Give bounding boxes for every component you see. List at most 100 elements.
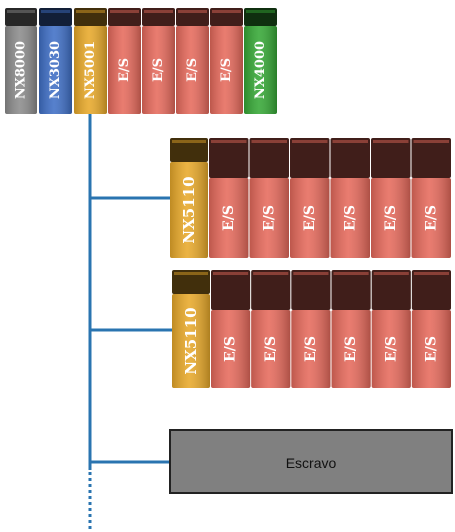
expansion-rack-1-io-module-3: E/S	[290, 138, 330, 258]
expansion-rack-1-io-module-3-top-cap	[290, 138, 330, 178]
expansion-rack-2-io-module-3-shading	[291, 310, 331, 388]
expansion-rack-2-io-module-4-label: E/S	[343, 336, 359, 362]
expansion-rack-1-io-module-1-label: E/S	[221, 205, 237, 231]
expansion-rack-2-io-module-4: E/S	[331, 270, 371, 388]
expansion-rack-2-io-module-3-top-cap	[291, 270, 331, 310]
expansion-rack-1-io-module-5-label: E/S	[383, 205, 399, 231]
main-rack-module-3-label: NX5001	[83, 41, 98, 99]
expansion-rack-1-io-module-5-shading	[371, 178, 411, 258]
expansion-rack-2-io-module-3-label: E/S	[303, 336, 319, 362]
expansion-rack-1-io-module-4-shading	[330, 178, 370, 258]
slave-box	[169, 429, 453, 494]
expansion-rack-1-io-module-4-label: E/S	[342, 205, 358, 231]
main-rack-module-8-shading	[244, 26, 277, 114]
expansion-rack-1-io-module-5: E/S	[371, 138, 411, 258]
expansion-rack-2-io-module-3-led-strip	[293, 272, 329, 275]
expansion-rack-2: NX5110 E/S E/S E/S E/S E/S E/S	[172, 270, 451, 388]
expansion-rack-2-io-module-6: E/S	[411, 270, 451, 388]
expansion-rack-2-io-module-4-top-cap	[331, 270, 371, 310]
expansion-rack-1-io-module-1-shading	[209, 178, 249, 258]
expansion-rack-1-io-module-2-label: E/S	[261, 205, 277, 231]
expansion-rack-2-io-module-2: E/S	[251, 270, 291, 388]
expansion-rack-1-head-shading	[170, 162, 208, 258]
main-rack-module-1-label: NX8000	[14, 41, 29, 99]
main-rack-module-8: NX4000	[244, 8, 277, 114]
main-rack-module-5-led-strip	[144, 10, 173, 13]
main-rack-module-6-shading	[176, 26, 209, 114]
main-rack-module-8-led-strip	[246, 10, 275, 13]
main-rack-module-1-led-strip	[7, 10, 35, 13]
expansion-rack-1-io-module-5-led-strip	[373, 140, 409, 143]
expansion-rack-2-io-module-5-led-strip	[373, 272, 409, 275]
expansion-rack-2-io-module-5-top-cap	[371, 270, 411, 310]
slave-device: Escravo	[169, 429, 453, 494]
expansion-rack-2-head-top-cap	[172, 270, 210, 294]
expansion-rack-2-io-module-1-shading	[211, 310, 251, 388]
main-rack-module-5-label: E/S	[151, 58, 166, 82]
expansion-rack-1-io-module-6-label: E/S	[423, 205, 439, 231]
main-rack-module-2-label: NX3030	[48, 41, 63, 99]
expansion-rack-1-head-top-cap	[170, 138, 208, 162]
fieldbus	[88, 112, 172, 530]
expansion-rack-1-io-module-1: E/S	[209, 138, 249, 258]
expansion-rack-2-head-led-strip	[174, 272, 208, 275]
main-rack-module-7-shading	[210, 26, 243, 114]
expansion-rack-2-io-module-4-shading	[331, 310, 371, 388]
expansion-rack-2-io-module-6-top-cap	[411, 270, 451, 310]
expansion-rack-1-io-module-4-led-strip	[332, 140, 368, 143]
expansion-rack-1-io-module-1-top-cap	[209, 138, 249, 178]
expansion-rack-2-io-module-6-led-strip	[413, 272, 449, 275]
expansion-rack-2-io-module-1-label: E/S	[223, 336, 239, 362]
expansion-rack-1-io-module-2: E/S	[249, 138, 289, 258]
main-rack-module-7-led-strip	[212, 10, 241, 13]
expansion-rack-1-io-module-3-shading	[290, 178, 330, 258]
expansion-rack-1-io-module-6-led-strip	[413, 140, 449, 143]
expansion-rack-2-io-module-5-shading	[371, 310, 411, 388]
expansion-rack-2-io-module-3: E/S	[291, 270, 331, 388]
expansion-rack-1-head-led-strip	[172, 140, 206, 143]
main-rack-module-3: NX5001	[74, 8, 107, 114]
main-rack-module-2-led-strip	[41, 10, 70, 13]
expansion-rack-2-io-module-5: E/S	[371, 270, 411, 388]
expansion-rack-2-io-module-2-top-cap	[251, 270, 291, 310]
expansion-rack-1-io-module-6-top-cap	[411, 138, 451, 178]
expansion-rack-1-io-module-2-led-strip	[251, 140, 287, 143]
main-rack: NX8000 NX3030 NX5001 E/S E/S E/S E/S NX4000	[5, 8, 277, 114]
main-rack-module-6: E/S	[176, 8, 209, 114]
main-rack-module-2-shading	[39, 26, 72, 114]
expansion-rack-1-io-module-1-led-strip	[211, 140, 247, 143]
expansion-rack-1-io-module-3-led-strip	[292, 140, 328, 143]
expansion-rack-2-io-module-1: E/S	[211, 270, 251, 388]
main-rack-module-3-led-strip	[76, 10, 105, 13]
expansion-rack-2-io-module-5-label: E/S	[383, 336, 399, 362]
main-rack-module-1-shading	[5, 26, 37, 114]
expansion-rack-2-io-module-1-led-strip	[213, 272, 249, 275]
expansion-rack-2-io-module-1-top-cap	[211, 270, 251, 310]
main-rack-module-5: E/S	[142, 8, 175, 114]
expansion-rack-2-io-module-2-label: E/S	[263, 336, 279, 362]
expansion-rack-1-io-module-4: E/S	[330, 138, 370, 258]
expansion-rack-1-io-module-6-shading	[411, 178, 451, 258]
main-rack-module-6-led-strip	[178, 10, 207, 13]
slave-label: Escravo	[286, 455, 337, 471]
expansion-rack-1-io-module-3-label: E/S	[302, 205, 318, 231]
main-rack-module-2: NX3030	[39, 8, 72, 114]
main-rack-module-7-label: E/S	[219, 58, 234, 82]
expansion-rack-2-head-label: NX5110	[182, 307, 200, 374]
expansion-rack-1-io-module-5-top-cap	[371, 138, 411, 178]
expansion-rack-1-io-module-2-top-cap	[249, 138, 289, 178]
main-rack-module-4-label: E/S	[117, 58, 132, 82]
main-rack-module-4: E/S	[108, 8, 141, 114]
expansion-rack-2-io-module-4-led-strip	[333, 272, 369, 275]
expansion-rack-1-io-module-2-shading	[249, 178, 289, 258]
expansion-rack-2-io-module-2-led-strip	[253, 272, 289, 275]
expansion-rack-1-io-module-4-top-cap	[330, 138, 370, 178]
expansion-rack-1-head: NX5110	[170, 138, 208, 258]
main-rack-module-5-shading	[142, 26, 175, 114]
main-rack-module-8-label: NX4000	[253, 41, 268, 99]
expansion-rack-2-io-module-6-shading	[411, 310, 451, 388]
main-rack-module-6-label: E/S	[185, 58, 200, 82]
expansion-rack-2-io-module-6-label: E/S	[423, 336, 439, 362]
main-rack-module-1: NX8000	[5, 8, 37, 114]
